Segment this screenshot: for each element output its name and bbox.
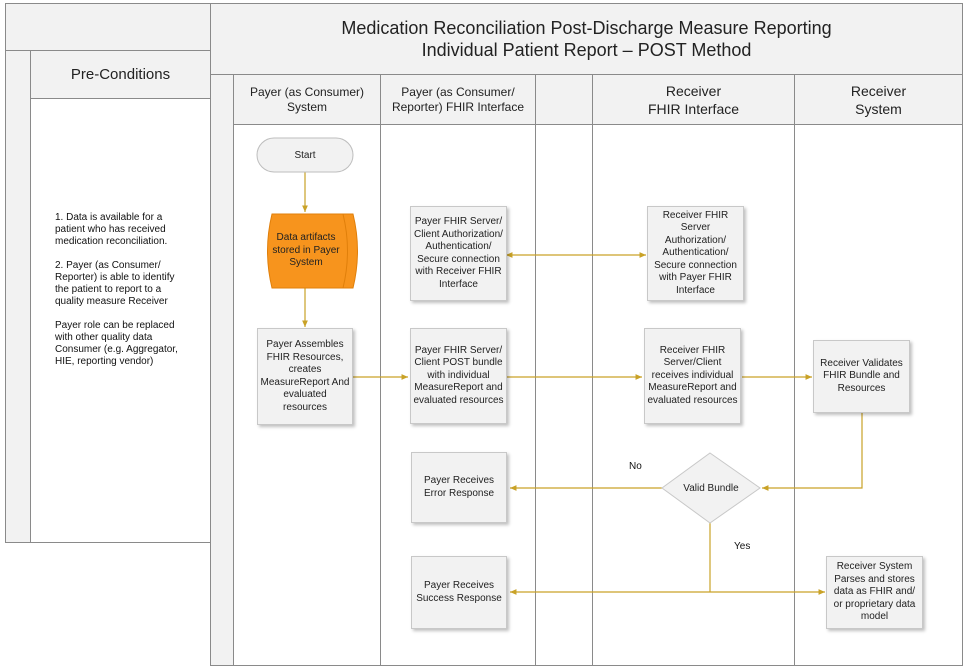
error-response-node: Payer Receives Error Response xyxy=(411,452,507,523)
diagram-title-line1: Medication Reconciliation Post-Discharge… xyxy=(341,18,832,38)
start-node: Start xyxy=(294,149,316,161)
preconditions-band-top xyxy=(6,4,210,50)
payer-auth-node: Payer FHIR Server/ Client Authorization/… xyxy=(410,206,507,301)
data-store-shape xyxy=(267,213,358,289)
preconditions-header: Pre-Conditions xyxy=(31,51,210,98)
lane-header-receiver-fhir: Receiver FHIR Interface xyxy=(647,82,740,117)
receiver-parses-node: Receiver System Parses and stores data a… xyxy=(826,556,923,629)
diagram-title-line2: Individual Patient Report – POST Method xyxy=(421,40,752,60)
edge-label-no: No xyxy=(629,461,642,472)
receiver-receives-node: Receiver FHIR Server/Client receives ind… xyxy=(644,328,741,424)
lane-header-payer-system: Payer (as Consumer) System xyxy=(249,84,365,114)
main-left-band xyxy=(211,75,233,665)
lane-header-band xyxy=(233,75,962,124)
preconditions-heading: Pre-Conditions xyxy=(70,66,171,83)
lane-header-payer-fhir: Payer (as Consumer/ Reporter) FHIR Inter… xyxy=(391,84,525,114)
payer-post-node: Payer FHIR Server/ Client POST bundle wi… xyxy=(410,328,507,424)
preconditions-band-left xyxy=(6,50,30,542)
success-response-node: Payer Receives Success Response xyxy=(411,556,507,629)
receiver-validates-node: Receiver Validates FHIR Bundle and Resou… xyxy=(813,340,910,413)
data-artifacts-node: Data artifacts stored in Payer System xyxy=(272,232,340,269)
title-band: Medication Reconciliation Post-Discharge… xyxy=(211,4,962,74)
decision-diamond-shape xyxy=(661,452,761,524)
start-node-shape xyxy=(256,137,354,173)
valid-bundle-node: Valid Bundle xyxy=(683,482,739,494)
payer-assembles-node: Payer Assembles FHIR Resources, creates … xyxy=(257,328,353,425)
edge-label-yes: Yes xyxy=(734,541,751,552)
edge-validate-to-decision xyxy=(762,413,863,491)
preconditions-body: 1. Data is available for a patient who h… xyxy=(55,212,178,367)
lane-header-receiver-system: Receiver System xyxy=(850,82,907,117)
receiver-auth-node: Receiver FHIR Server Authorization/ Auth… xyxy=(647,206,744,301)
